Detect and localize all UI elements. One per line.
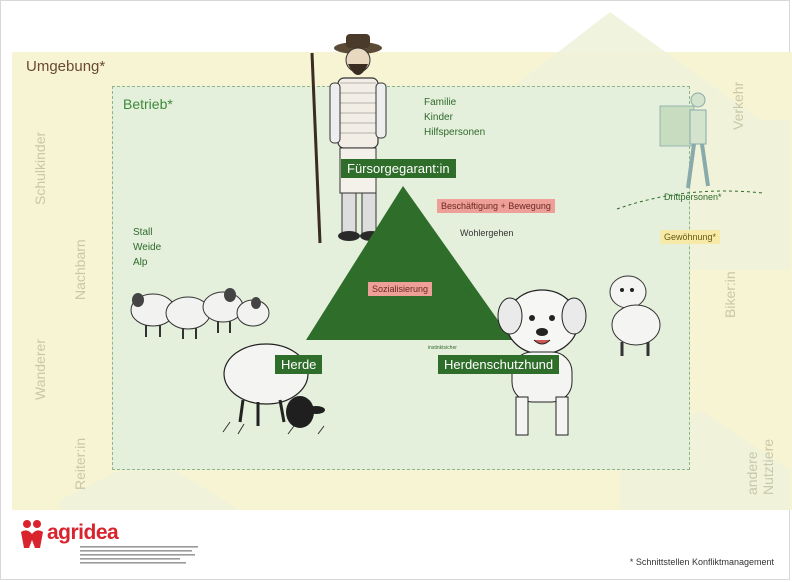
group-traffic: Verkehr <box>730 81 746 130</box>
triangle-edge-bottom: instinktsicher <box>428 345 457 351</box>
group-schoolchildren: Schulkinder <box>32 131 48 205</box>
place-alp: Alp <box>133 257 148 268</box>
hiker-illustration <box>659 92 710 189</box>
group-other-livestock: andere Nutztiere <box>744 438 776 495</box>
activity-tag: Beschäftigung + Bewegung <box>437 199 555 213</box>
people-children: Kinder <box>424 112 453 123</box>
environment-label: Umgebung* <box>26 58 106 75</box>
group-neighbours: Nachbarn <box>72 239 88 300</box>
group-hikers: Wanderer <box>32 339 48 400</box>
grazing-sheep-illustration <box>222 343 325 435</box>
people-helpers: Hilfspersonen <box>424 127 486 138</box>
place-stable: Stall <box>133 227 153 238</box>
agridea-logo-icon <box>21 520 43 548</box>
shepherd-illustration <box>310 34 387 244</box>
second-dog-illustration <box>609 275 661 356</box>
people-family: Familie <box>424 97 457 108</box>
group-bikers: Biker:in <box>722 271 738 318</box>
socialisation-tag: Sozialisierung <box>368 282 433 296</box>
sheep-flock-illustration <box>130 288 270 339</box>
farm-label: Betrieb* <box>123 96 173 112</box>
habituation-tag: Gewöhnung* <box>660 230 721 244</box>
wellbeing-label: Wohlergehen <box>460 228 514 238</box>
places-list: Stall Weide Alp <box>133 225 161 270</box>
agridea-logo-text: agridea <box>47 521 119 544</box>
care-triangle <box>306 186 512 340</box>
caregiver-people: Familie Kinder Hilfspersonen <box>424 95 485 140</box>
agridea-tagline <box>80 546 198 564</box>
third-parties-label: Drittpersonen* <box>664 192 722 202</box>
group-riders: Reiter:in <box>72 437 88 490</box>
footnote: * Schnittstellen Konfliktmanagement <box>629 557 774 567</box>
place-pasture: Weide <box>133 242 162 253</box>
caregiver-box: Fürsorgegarant:in <box>341 159 456 178</box>
path-dashed <box>616 190 764 210</box>
guard-dog-box: Herdenschutzhund <box>438 355 560 374</box>
herd-box: Herde <box>275 355 323 374</box>
